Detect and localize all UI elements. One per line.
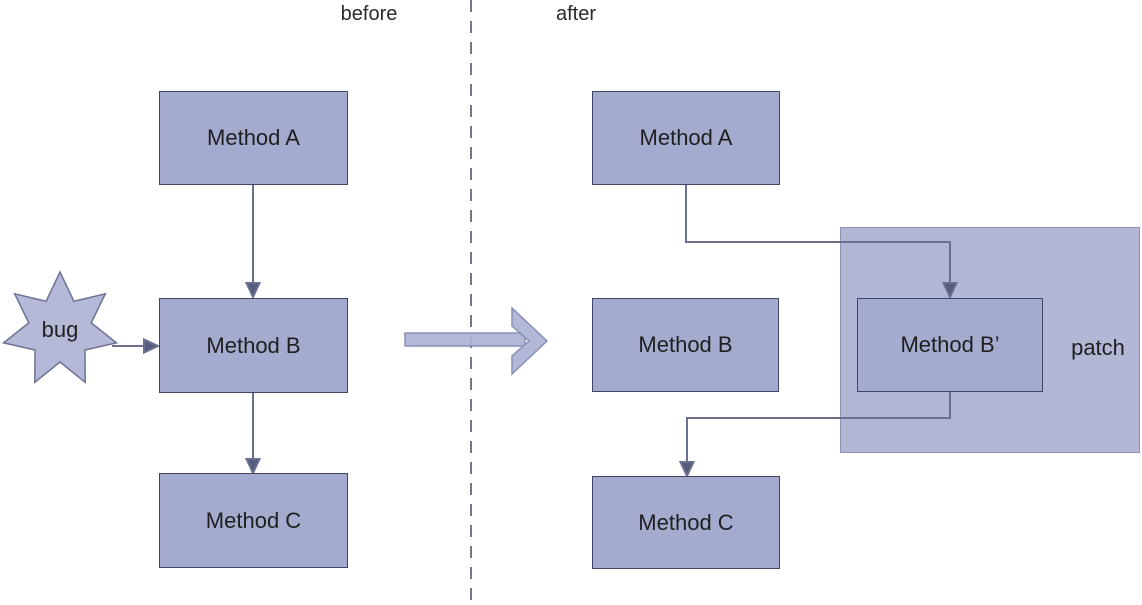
method-a-to-method-b-arrow (244, 185, 262, 300)
bug-label: bug (41, 317, 79, 342)
arrowhead-icon (244, 458, 262, 476)
after-method-b-box: Method B (592, 298, 779, 392)
bug-star-icon (1, 270, 119, 384)
after-method-b-prime-box: Method B’ (857, 298, 1043, 392)
arrowhead-icon (678, 461, 696, 479)
after-label: after (555, 3, 597, 25)
before-method-b-box: Method B (159, 298, 348, 393)
arrowhead-icon (244, 282, 262, 300)
after-method-c-box: Method C (592, 476, 780, 569)
arrowhead-icon (941, 282, 959, 300)
arrowhead-icon (143, 337, 161, 355)
method-b-prime-to-method-c-connector (678, 392, 951, 479)
bug-to-method-b-arrow (112, 337, 161, 355)
before-method-c-box: Method C (159, 473, 348, 568)
before-method-a-box: Method A (159, 91, 348, 185)
before-label: before (340, 3, 398, 25)
patch-label: patch (1071, 335, 1125, 360)
transform-arrow-icon (404, 306, 549, 376)
method-a-to-method-b-prime-connector (685, 185, 959, 300)
after-method-a-box: Method A (592, 91, 780, 185)
method-b-to-method-c-arrow (244, 393, 262, 476)
